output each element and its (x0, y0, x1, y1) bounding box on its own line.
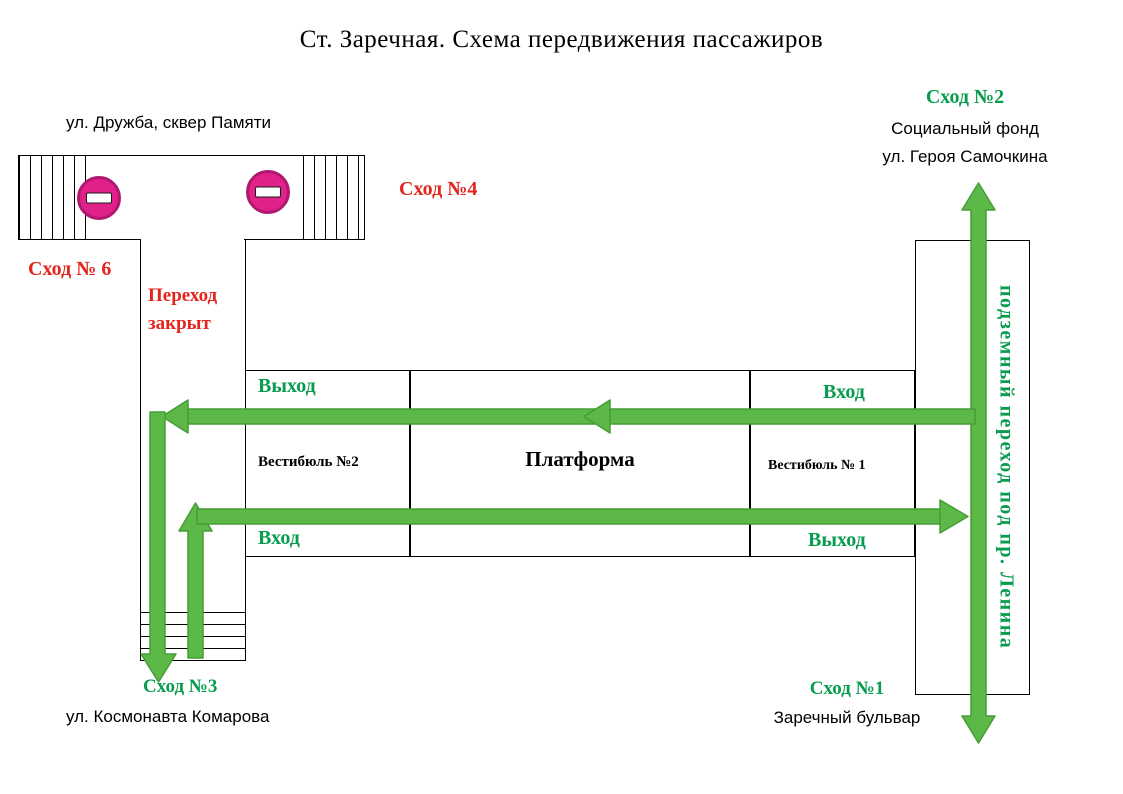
exit3-up-arrow (178, 502, 213, 659)
entry-flow-right-head (939, 499, 969, 534)
vestibule2-exit-label: Выход (258, 375, 316, 397)
closed-passage-notice: Переход закрыт (148, 282, 217, 338)
vestibule2-entry-label: Вход (258, 527, 300, 549)
exit2-label-block: Сход №2 Социальный фонд ул. Героя Самочк… (850, 86, 1080, 167)
block-bottom-border-left (18, 239, 141, 240)
exit1-label-block: Сход №1 Заречный бульвар (758, 678, 936, 728)
exit2-label: Сход №2 (925, 86, 1005, 108)
exit2-description-line2: ул. Героя Самочкина (882, 147, 1048, 166)
entry-flow-shaft (196, 508, 941, 525)
exit4-label: Сход №4 (399, 178, 478, 200)
no-entry-sign-icon (77, 176, 121, 220)
platform-name: Платформа (525, 447, 635, 471)
stairs-stripes-right (303, 156, 364, 240)
exit-flow-left-head (161, 399, 189, 434)
diagram-title: Ст. Заречная. Схема передвижения пассажи… (299, 26, 824, 53)
vestibule2-box: Выход Вестибюль №2 Вход (245, 370, 410, 557)
no-entry-bar (255, 186, 281, 198)
platform-box: Платформа (410, 370, 750, 557)
overpass-stairs-block (18, 155, 365, 240)
vestibule1-box: Вход Вестибюль № 1 Выход (750, 370, 915, 557)
exit3-description: ул. Космонавта Комарова (66, 707, 270, 726)
corridor-left-wall (140, 240, 141, 660)
exit1-description: Заречный бульвар (773, 708, 921, 727)
corridor-bottom-wall (140, 660, 246, 661)
exit3-down-arrow (140, 411, 177, 683)
closed-notice-line1: Переход (148, 285, 218, 306)
closed-notice-line2: закрыт (148, 313, 211, 334)
street-label-druzhba: ул. Дружба, сквер Памяти (66, 113, 272, 132)
vestibule1-name: Вестибюль № 1 (768, 458, 866, 473)
exit2-description-line1: Социальный фонд (891, 119, 1039, 138)
block-bottom-border-right (244, 239, 365, 240)
exit-flow-shaft (187, 408, 976, 425)
no-entry-sign-icon (246, 170, 290, 214)
underpass-two-way-arrow (961, 182, 996, 744)
exit1-label: Сход №1 (809, 678, 885, 699)
no-entry-bar (86, 192, 112, 204)
vestibule1-exit-label: Выход (808, 529, 866, 551)
vestibule1-entry-label: Вход (823, 381, 865, 403)
exit-flow-mid-head (583, 399, 611, 434)
vestibule2-name: Вестибюль №2 (258, 454, 359, 470)
exit6-label: Сход № 6 (28, 258, 112, 280)
exit3-label: Сход №3 (143, 676, 218, 697)
underground-passage-label: подземный переход под пр. Ленина (995, 285, 1018, 650)
